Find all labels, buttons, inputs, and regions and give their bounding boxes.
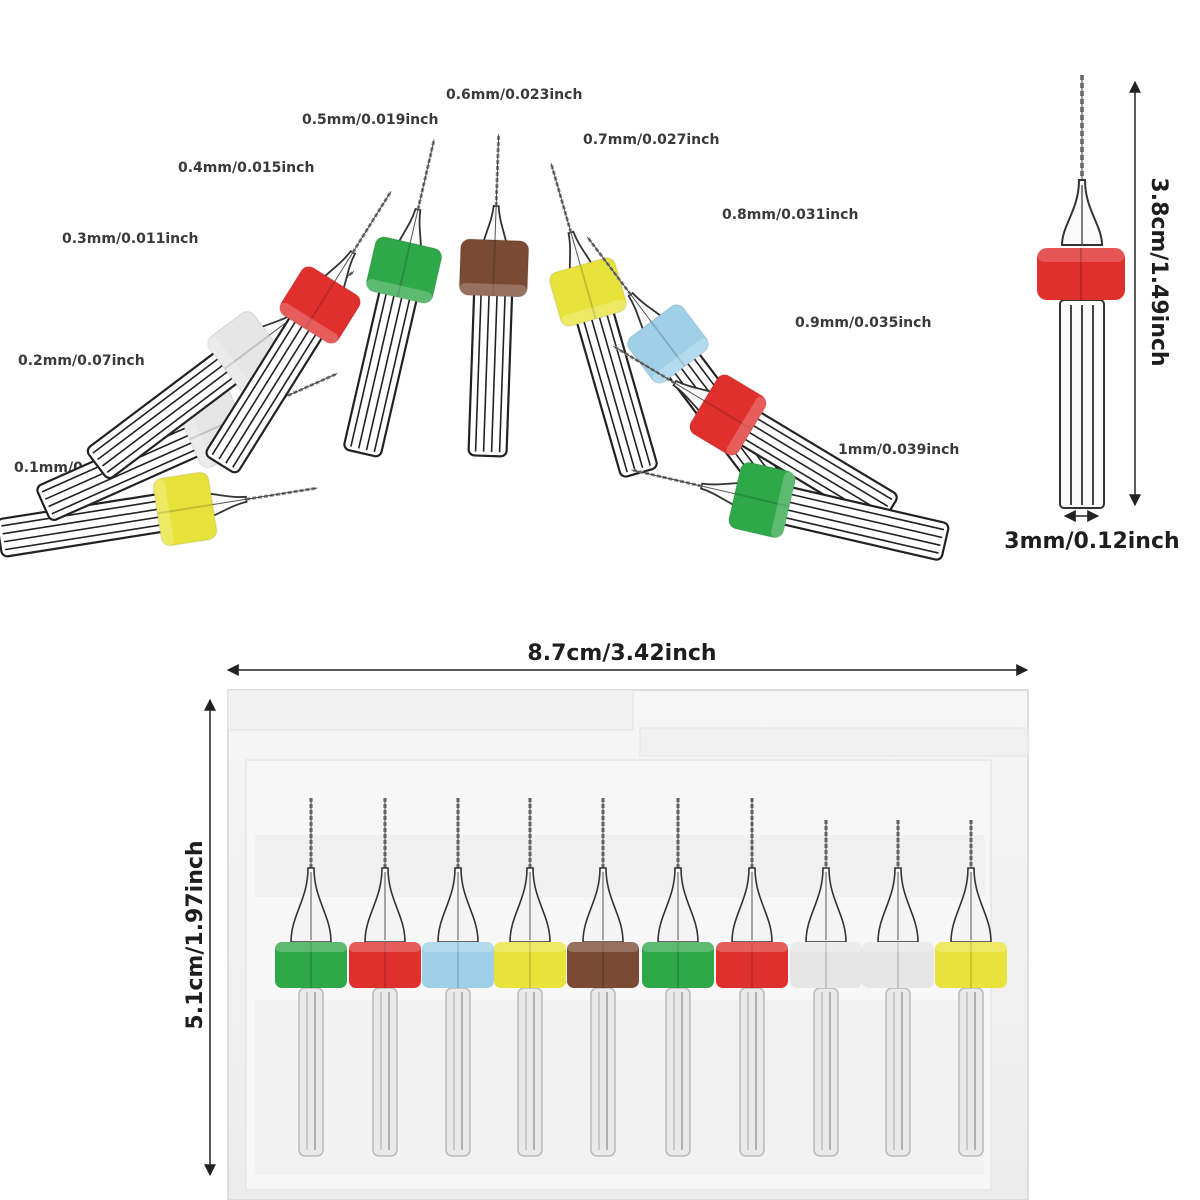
fan-bit (548, 163, 658, 478)
collar (790, 942, 862, 988)
bit-fan: 0.1mm/0.03inch0.2mm/0.07inch0.3mm/0.011i… (0, 87, 959, 561)
collar (279, 266, 361, 344)
bit-size-label: 0.5mm/0.019inch (302, 112, 438, 128)
collar (349, 942, 421, 988)
fan-bit (612, 345, 898, 527)
collar (728, 462, 796, 538)
collar (153, 472, 217, 546)
collar (494, 942, 566, 988)
shank-width-label: 3mm/0.12inch (1004, 529, 1179, 554)
collar (862, 942, 934, 988)
collar (366, 236, 442, 304)
storage-case-detail: 8.7cm/3.42inch 5.1cm/1.97inch (183, 641, 1029, 1200)
collar (716, 942, 788, 988)
bit-size-label: 0.4mm/0.015inch (178, 160, 314, 176)
collar (459, 239, 529, 297)
bit-size-label: 0.3mm/0.011inch (62, 231, 198, 247)
fan-bit (0, 471, 318, 558)
case-bit (567, 798, 639, 1157)
collar (642, 942, 714, 988)
collar (549, 257, 627, 327)
case-bit (275, 798, 347, 1157)
collar (422, 942, 494, 988)
case-height-label: 5.1cm/1.97inch (183, 840, 208, 1029)
fan-bit (458, 134, 530, 458)
fan-bit (343, 139, 443, 458)
single-bit (1037, 75, 1125, 509)
bit-size-label: 0.6mm/0.023inch (446, 87, 582, 103)
single-bit-height-label: 3.8cm/1.49inch (1146, 177, 1171, 366)
bit-size-label: 0.2mm/0.07inch (18, 353, 145, 369)
bit-size-label: 0.9mm/0.035inch (795, 315, 931, 331)
case-bit (790, 820, 862, 1157)
case-bit (716, 798, 788, 1157)
bit-size-label: 0.7mm/0.027inch (583, 132, 719, 148)
collar (689, 374, 767, 456)
collar (567, 942, 639, 988)
case-bit (642, 798, 714, 1157)
fan-bit (205, 191, 392, 474)
fan-bit (631, 461, 950, 561)
single-bit-detail: 3.8cm/1.49inch 3mm/0.12inch (1004, 75, 1180, 554)
case-bit (862, 820, 934, 1157)
bit-size-label: 0.8mm/0.031inch (722, 207, 858, 223)
case-width-label: 8.7cm/3.42inch (527, 641, 716, 666)
case-bit (349, 798, 421, 1157)
case-bit (935, 820, 1007, 1157)
bit-size-label: 1mm/0.039inch (838, 442, 959, 458)
collar (935, 942, 1007, 988)
collar (275, 942, 347, 988)
collar (627, 304, 709, 384)
case-bit-row (275, 798, 1007, 1157)
case-bit (494, 798, 566, 1157)
case-bit (422, 798, 494, 1157)
